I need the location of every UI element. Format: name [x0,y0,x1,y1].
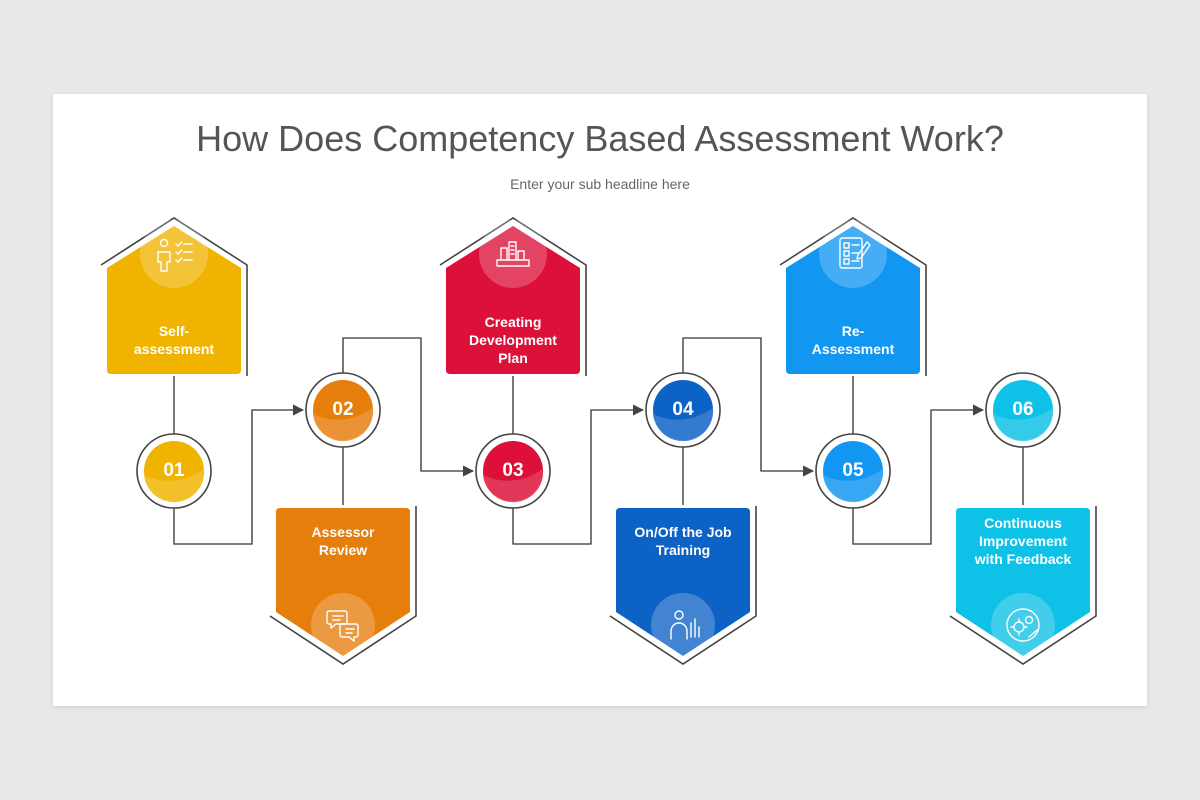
step-number-02: 02 [332,399,354,420]
step-box-02 [269,506,417,665]
step-box-fill-02 [276,508,410,656]
step-circle-04 [645,372,721,448]
step-box-fill-04 [616,508,750,656]
clipboard-checklist-icon [819,220,887,288]
page-title: How Does Competency Based Assessment Wor… [196,118,1004,159]
chat-bubbles-icon [311,593,375,657]
person-checklist-icon-glyph [157,238,193,272]
step-number-05: 05 [842,460,864,481]
step-number-06: 06 [1012,399,1034,420]
step-box-fill-06 [956,508,1090,656]
training-icon-glyph [670,610,700,640]
step-box-fill-03 [446,226,580,374]
chat-bubbles-icon-glyph [326,610,359,642]
city-plan-icon-glyph [496,241,530,267]
step-box-03 [439,217,587,376]
connector-arrow-01 [173,404,305,545]
step-circle-01 [136,433,212,509]
step-box-04 [609,506,757,665]
clipboard-checklist-icon-glyph [839,237,871,269]
connector-arrow-04 [682,337,815,477]
step-box-fill-01 [107,226,241,374]
step-box-01 [100,217,248,376]
step-label-02: Assessor Review [311,524,375,558]
step-number-03: 03 [502,460,524,481]
person-checklist-icon [140,220,208,288]
step-box-06 [949,506,1097,665]
step-circle-05 [815,433,891,509]
step-circle-03 [475,433,551,509]
step-label-04: On/Off the Job Training [634,524,732,558]
step-label-06: Continuous Improvement with Feedback [974,515,1072,567]
training-icon [651,593,715,657]
step-box-05 [779,217,927,376]
connector-arrow-05 [852,404,985,545]
gear-cycle-icon-glyph [1006,608,1040,642]
step-shapes [100,217,1097,665]
connector-lines [173,337,1024,545]
page-subtitle: Enter your sub headline here [510,176,690,192]
step-number-04: 04 [672,399,694,420]
step-number-01: 01 [163,460,185,481]
step-circle-02 [305,372,381,448]
step-box-fill-05 [786,226,920,374]
step-label-05: Re- Assessment [811,323,895,357]
connector-arrow-03 [512,404,645,545]
step-label-01: Self- assessment [133,323,215,357]
connector-arrow-02 [342,337,475,477]
step-circle-06 [985,372,1061,448]
step-label-03: Creating Development Plan [469,314,557,366]
